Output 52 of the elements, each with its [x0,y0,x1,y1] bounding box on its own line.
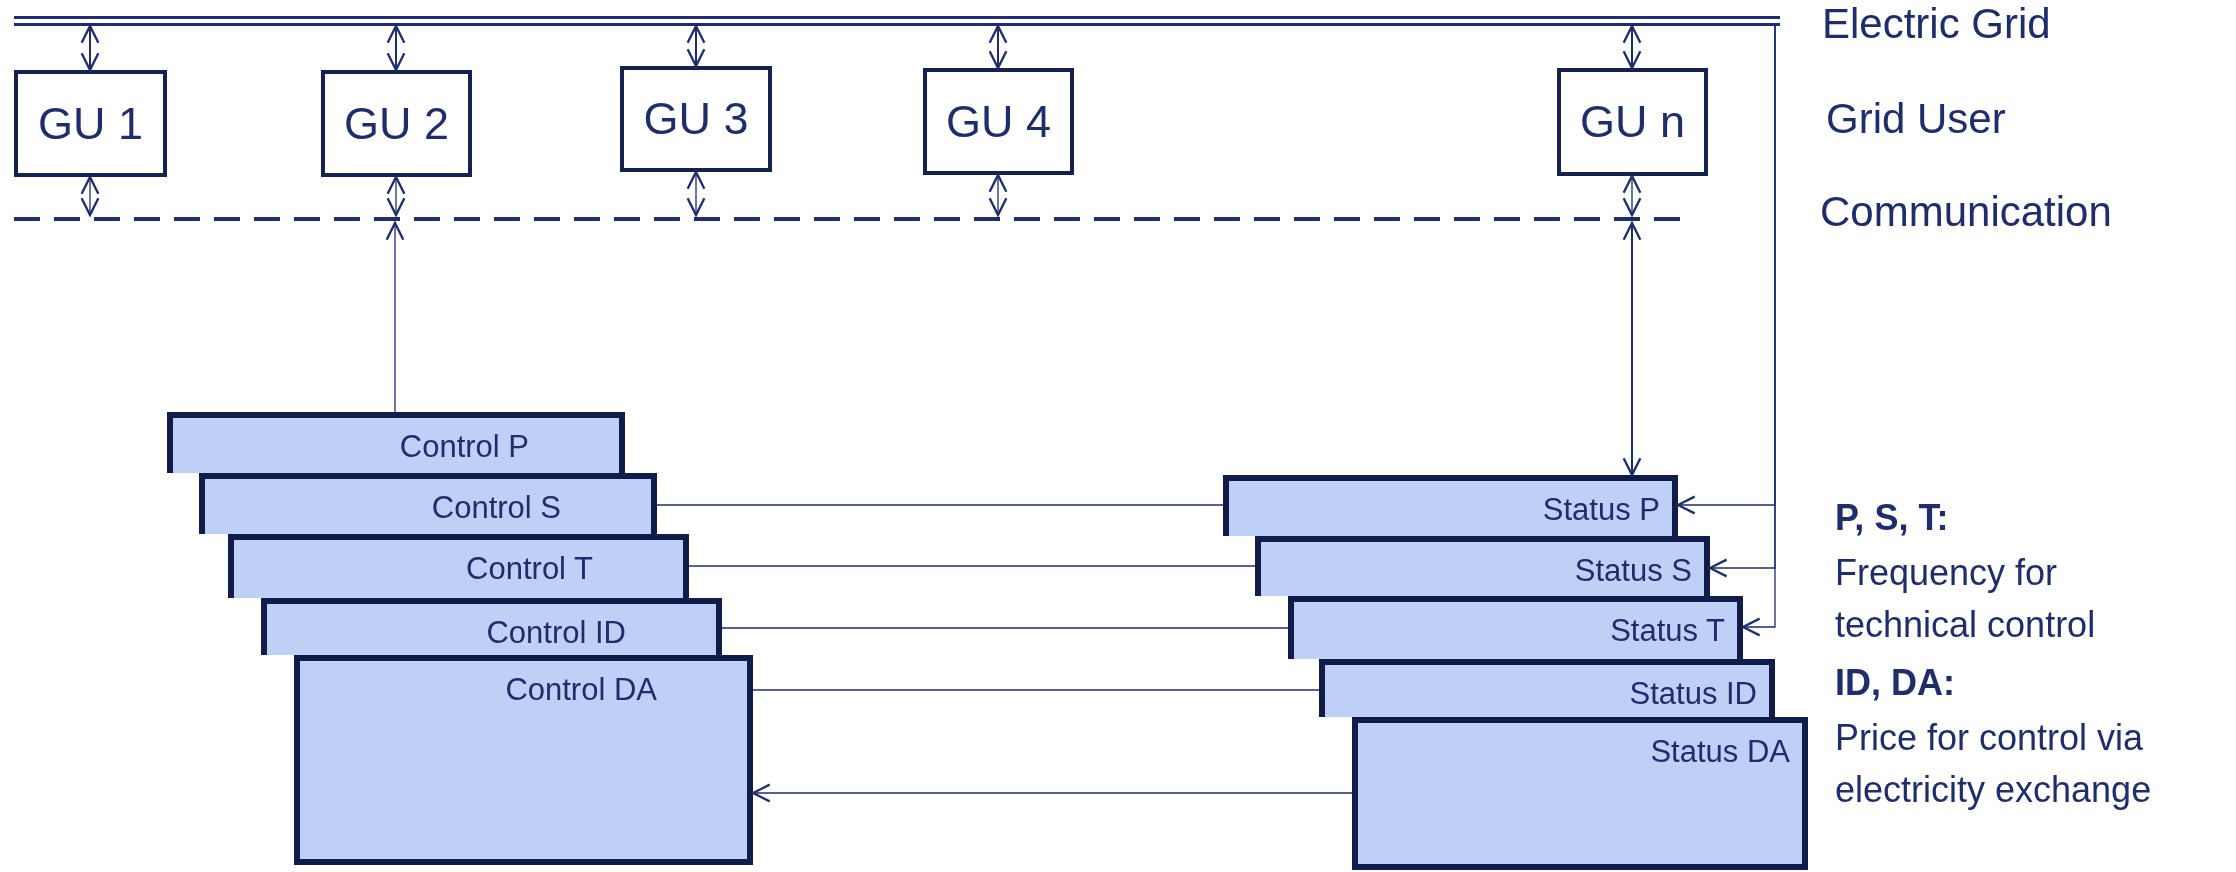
status-box [1319,659,1775,717]
box-label: Status DA [1650,733,1790,771]
control-box [199,473,657,534]
grid-user-box [620,66,772,172]
box-label: GU 1 [38,96,143,151]
control-box [294,655,753,865]
connector-arrow [80,175,100,217]
text-label: Frequency for technical control [1835,551,2097,647]
connector-arrow [80,24,100,72]
control-box [228,534,689,598]
box-label: GU n [1580,95,1685,150]
box-label: GU 2 [344,96,449,151]
grid-user-box [321,70,472,177]
connector-arrow [751,783,1353,803]
connector-arrow [1622,221,1642,477]
connector-arrow [988,24,1008,70]
text-label: ID, DA: [1835,661,1956,705]
box-label: Control ID [486,614,626,652]
power-line [14,16,1780,26]
box-label: Control S [431,489,561,527]
connector-arrow [386,175,406,217]
box-label: Control P [399,428,529,466]
box-label: Status S [1574,552,1692,590]
connector-arrow [1622,174,1642,217]
status-box [1288,596,1743,659]
box-label: Control T [466,550,593,588]
grid-user-box [923,68,1074,175]
box-label: Status ID [1629,675,1757,713]
text-label: P, S, T: [1835,496,1950,540]
box-label: Status P [1542,491,1660,529]
box-label: GU 4 [946,94,1051,149]
grid-user-box [14,70,167,177]
box-label: Status T [1610,612,1725,650]
text-label: Grid User [1826,95,2007,143]
control-box [167,412,625,473]
text-label: Electric Grid [1822,0,2052,48]
status-box [1223,475,1678,536]
connector-arrow [686,170,706,217]
connector-arrow [686,24,706,68]
connector-arrow [385,221,405,413]
connector-arrow [1622,24,1642,70]
connector-arrow [1741,25,1776,637]
box-label: GU 3 [643,92,749,147]
status-box [1255,536,1710,596]
status-box [1352,717,1808,870]
grid-user-box [1557,68,1708,176]
text-label: Price for control via electricity exchange [1835,716,2153,812]
box-label: Control DA [505,671,657,709]
control-box [261,598,722,655]
connector-arrow [386,24,406,72]
connector-arrow [988,173,1008,217]
text-label: Communication [1820,188,2113,236]
